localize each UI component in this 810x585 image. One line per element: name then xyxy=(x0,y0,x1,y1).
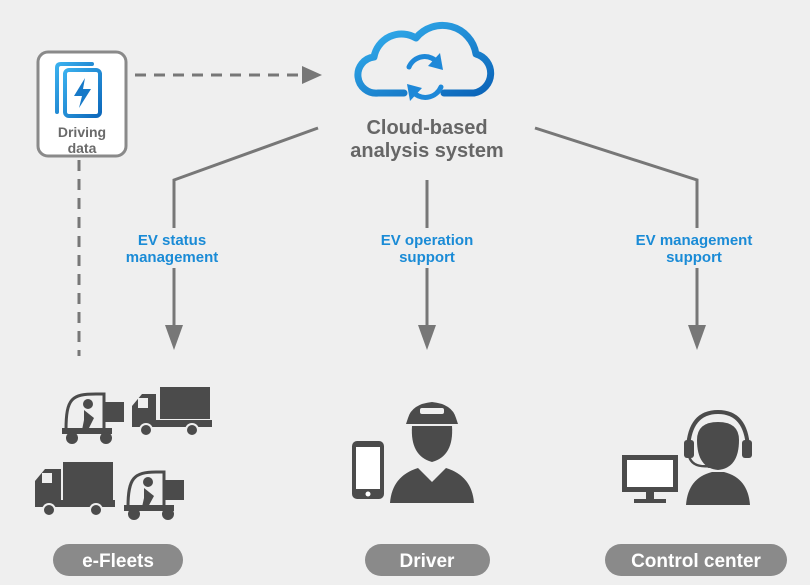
ev-fleet-vehicles-icon xyxy=(35,387,212,520)
operator-icon xyxy=(684,409,752,505)
driver-with-smartphone-icon xyxy=(352,402,474,503)
flow-label-ev-status-line1: EV status xyxy=(138,232,206,249)
cloud-title-line1: Cloud-based xyxy=(366,117,487,139)
flow-label-ev-operation-line2: support xyxy=(399,249,455,266)
ev-tuk-tuk-icon xyxy=(124,470,184,520)
driving-data-label-line1: Driving xyxy=(58,124,106,140)
operator-with-headset-icon xyxy=(622,409,752,505)
target-label-control-center: Control center xyxy=(631,551,761,572)
arrow-ev-management xyxy=(534,126,706,350)
dashed-connector-to-cloud xyxy=(135,66,322,84)
monitor-icon xyxy=(622,455,678,503)
driving-data-label-line2: data xyxy=(68,140,97,156)
target-pill-driver: Driver xyxy=(365,544,490,576)
target-pill-e-fleets: e-Fleets xyxy=(53,544,183,576)
smartphone-icon xyxy=(352,441,384,499)
flow-label-ev-management-line2: support xyxy=(666,249,722,266)
flow-label-ev-status-line2: management xyxy=(126,249,219,266)
ev-truck-icon xyxy=(132,387,212,437)
target-label-driver: Driver xyxy=(400,551,456,572)
cloud-sync-icon xyxy=(354,21,495,101)
target-label-e-fleets: e-Fleets xyxy=(82,551,154,572)
cloud-title-line2: analysis system xyxy=(350,140,503,162)
target-pill-control-center: Control center xyxy=(605,544,787,576)
driver-icon xyxy=(390,402,474,503)
ev-truck-icon xyxy=(35,462,115,517)
flow-label-ev-operation-line1: EV operation xyxy=(381,232,474,249)
ev-data-device-icon xyxy=(55,62,102,118)
flow-label-ev-management-line1: EV management xyxy=(636,232,753,249)
ev-tuk-tuk-icon xyxy=(62,392,124,444)
arrow-ev-status xyxy=(165,126,319,350)
driving-data-box: Driving data xyxy=(36,50,128,158)
